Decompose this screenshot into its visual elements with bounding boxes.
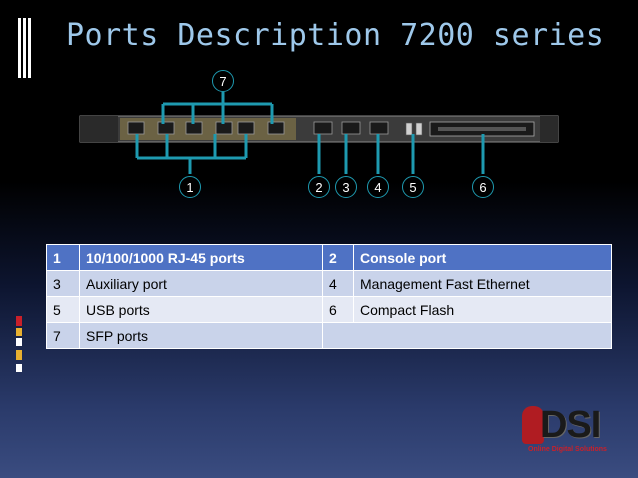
chassis-right-ear — [540, 116, 558, 142]
port-name: USB ports — [79, 296, 323, 323]
rj45-ports — [127, 121, 285, 135]
port-number: 3 — [46, 270, 80, 297]
empty-cell — [322, 322, 612, 349]
chassis-left-ear — [80, 116, 118, 142]
port-name: Console port — [353, 244, 612, 271]
port-name: SFP ports — [79, 322, 323, 349]
decorative-side-blocks — [16, 316, 24, 376]
dsi-logo: DSI Online Digital Solutions — [522, 404, 618, 460]
logo-text: DSI — [540, 404, 601, 446]
table-row: 1 10/100/1000 RJ-45 ports 2 Console port — [46, 244, 612, 271]
callout-label-2: 2 — [308, 176, 330, 198]
logo-subtitle: Online Digital Solutions — [528, 446, 607, 453]
callout-lines — [135, 92, 485, 174]
callout-label-3: 3 — [335, 176, 357, 198]
callout-label-5: 5 — [402, 176, 424, 198]
port-number: 5 — [46, 296, 80, 323]
callout-label-7: 7 — [212, 70, 234, 92]
port-number: 7 — [46, 322, 80, 349]
callout-label-1: 1 — [179, 176, 201, 198]
table-row: 7 SFP ports — [46, 322, 612, 349]
port-number: 6 — [322, 296, 354, 323]
decorative-bars — [18, 18, 32, 78]
console-aux-mgmt-ports — [313, 121, 389, 135]
table-row: 3 Auxiliary port 4 Management Fast Ether… — [46, 270, 612, 297]
callout-label-4: 4 — [367, 176, 389, 198]
port-number: 2 — [322, 244, 354, 271]
port-name: Auxiliary port — [79, 270, 323, 297]
usb-ports — [405, 122, 423, 136]
logo-figure-icon — [522, 406, 544, 444]
port-number: 1 — [46, 244, 80, 271]
table-row: 5 USB ports 6 Compact Flash — [46, 296, 612, 323]
port-name: Management Fast Ethernet — [353, 270, 612, 297]
port-name: Compact Flash — [353, 296, 612, 323]
port-name: 10/100/1000 RJ-45 ports — [79, 244, 323, 271]
ports-table: 1 10/100/1000 RJ-45 ports 2 Console port… — [46, 244, 612, 349]
callout-label-6: 6 — [472, 176, 494, 198]
slide-title: Ports Description 7200 series — [66, 18, 605, 53]
port-number: 4 — [322, 270, 354, 297]
